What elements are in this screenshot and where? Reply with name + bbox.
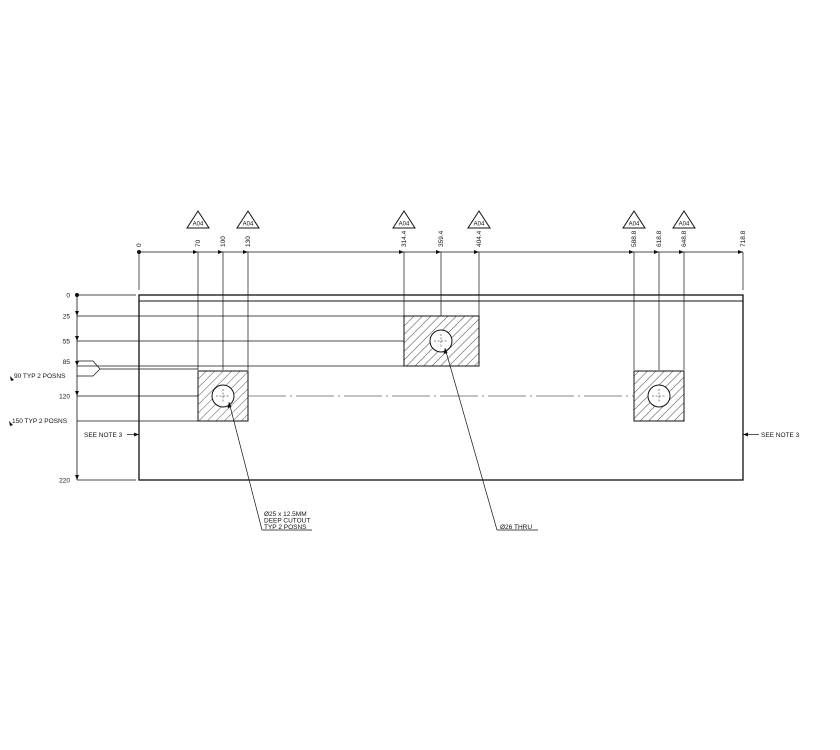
typ-note-90: 90 TYP 2 POSNS xyxy=(10,360,198,381)
svg-text:A04: A04 xyxy=(679,222,690,228)
svg-text:A04: A04 xyxy=(399,222,410,228)
cutout-right xyxy=(633,370,685,422)
x-dim-label: 0 xyxy=(136,243,143,247)
y-dim-label: 0 xyxy=(66,293,70,300)
svg-text:90 TYP 2 POSNS: 90 TYP 2 POSNS xyxy=(14,373,66,380)
x-dim-label: 404.4 xyxy=(476,230,483,247)
x-dim-label: 70 xyxy=(195,239,202,247)
svg-text:150 TYP 2 POSNS: 150 TYP 2 POSNS xyxy=(12,418,68,425)
callout-thru: Ø26 THRU xyxy=(443,347,538,531)
section-tag: A04 xyxy=(236,210,260,229)
see-note-right: SEE NOTE 3 xyxy=(743,432,800,439)
x-dim-label: 618.8 xyxy=(656,230,663,247)
x-dim-label: 648.8 xyxy=(681,230,688,247)
svg-text:A04: A04 xyxy=(193,222,204,228)
x-dim-label: 718.8 xyxy=(740,230,747,247)
x-dim-label: 588.8 xyxy=(631,230,638,247)
svg-text:A04: A04 xyxy=(243,222,254,228)
see-note-left: SEE NOTE 3 xyxy=(84,432,139,439)
section-tag: A04 xyxy=(392,210,416,229)
x-dim-label: 314.4 xyxy=(401,230,408,247)
cutout-center xyxy=(403,315,480,367)
svg-text:SEE NOTE 3: SEE NOTE 3 xyxy=(761,432,800,439)
x-dimension-baseline xyxy=(137,250,743,254)
svg-text:DEEP CUTOUT: DEEP CUTOUT xyxy=(264,518,310,525)
x-dim-label: 359.4 xyxy=(438,230,445,247)
y-dim-label: 85 xyxy=(63,359,71,366)
plate-outline xyxy=(138,294,744,481)
y-dimension-baseline xyxy=(75,293,79,480)
section-tag: A04 xyxy=(672,210,696,229)
svg-text:TYP 2 POSNS: TYP 2 POSNS xyxy=(264,524,307,531)
x-dim-label: 100 xyxy=(220,236,227,247)
cutout-left xyxy=(197,370,249,422)
x-extension-lines xyxy=(138,252,744,370)
section-tag: A04 xyxy=(622,210,646,229)
y-extension-lines xyxy=(77,294,404,481)
y-dim-label: 55 xyxy=(63,339,71,346)
svg-text:A04: A04 xyxy=(474,222,485,228)
y-dim-label: 120 xyxy=(59,394,70,401)
section-tag: A04 xyxy=(186,210,210,229)
section-tag: A04 xyxy=(467,210,491,229)
svg-text:Ø26 THRU: Ø26 THRU xyxy=(500,524,532,531)
x-dim-label: 130 xyxy=(245,236,252,247)
svg-text:Ø25 x 12.5MM: Ø25 x 12.5MM xyxy=(264,511,307,518)
callout-cutout: Ø25 x 12.5MM DEEP CUTOUT TYP 2 POSNS xyxy=(227,401,312,531)
svg-text:A04: A04 xyxy=(629,222,640,228)
y-dim-label: 25 xyxy=(63,314,71,321)
y-dim-label: 220 xyxy=(59,478,70,485)
svg-text:SEE NOTE 3: SEE NOTE 3 xyxy=(84,432,123,439)
typ-note-150: 150 TYP 2 POSNS xyxy=(9,418,68,426)
